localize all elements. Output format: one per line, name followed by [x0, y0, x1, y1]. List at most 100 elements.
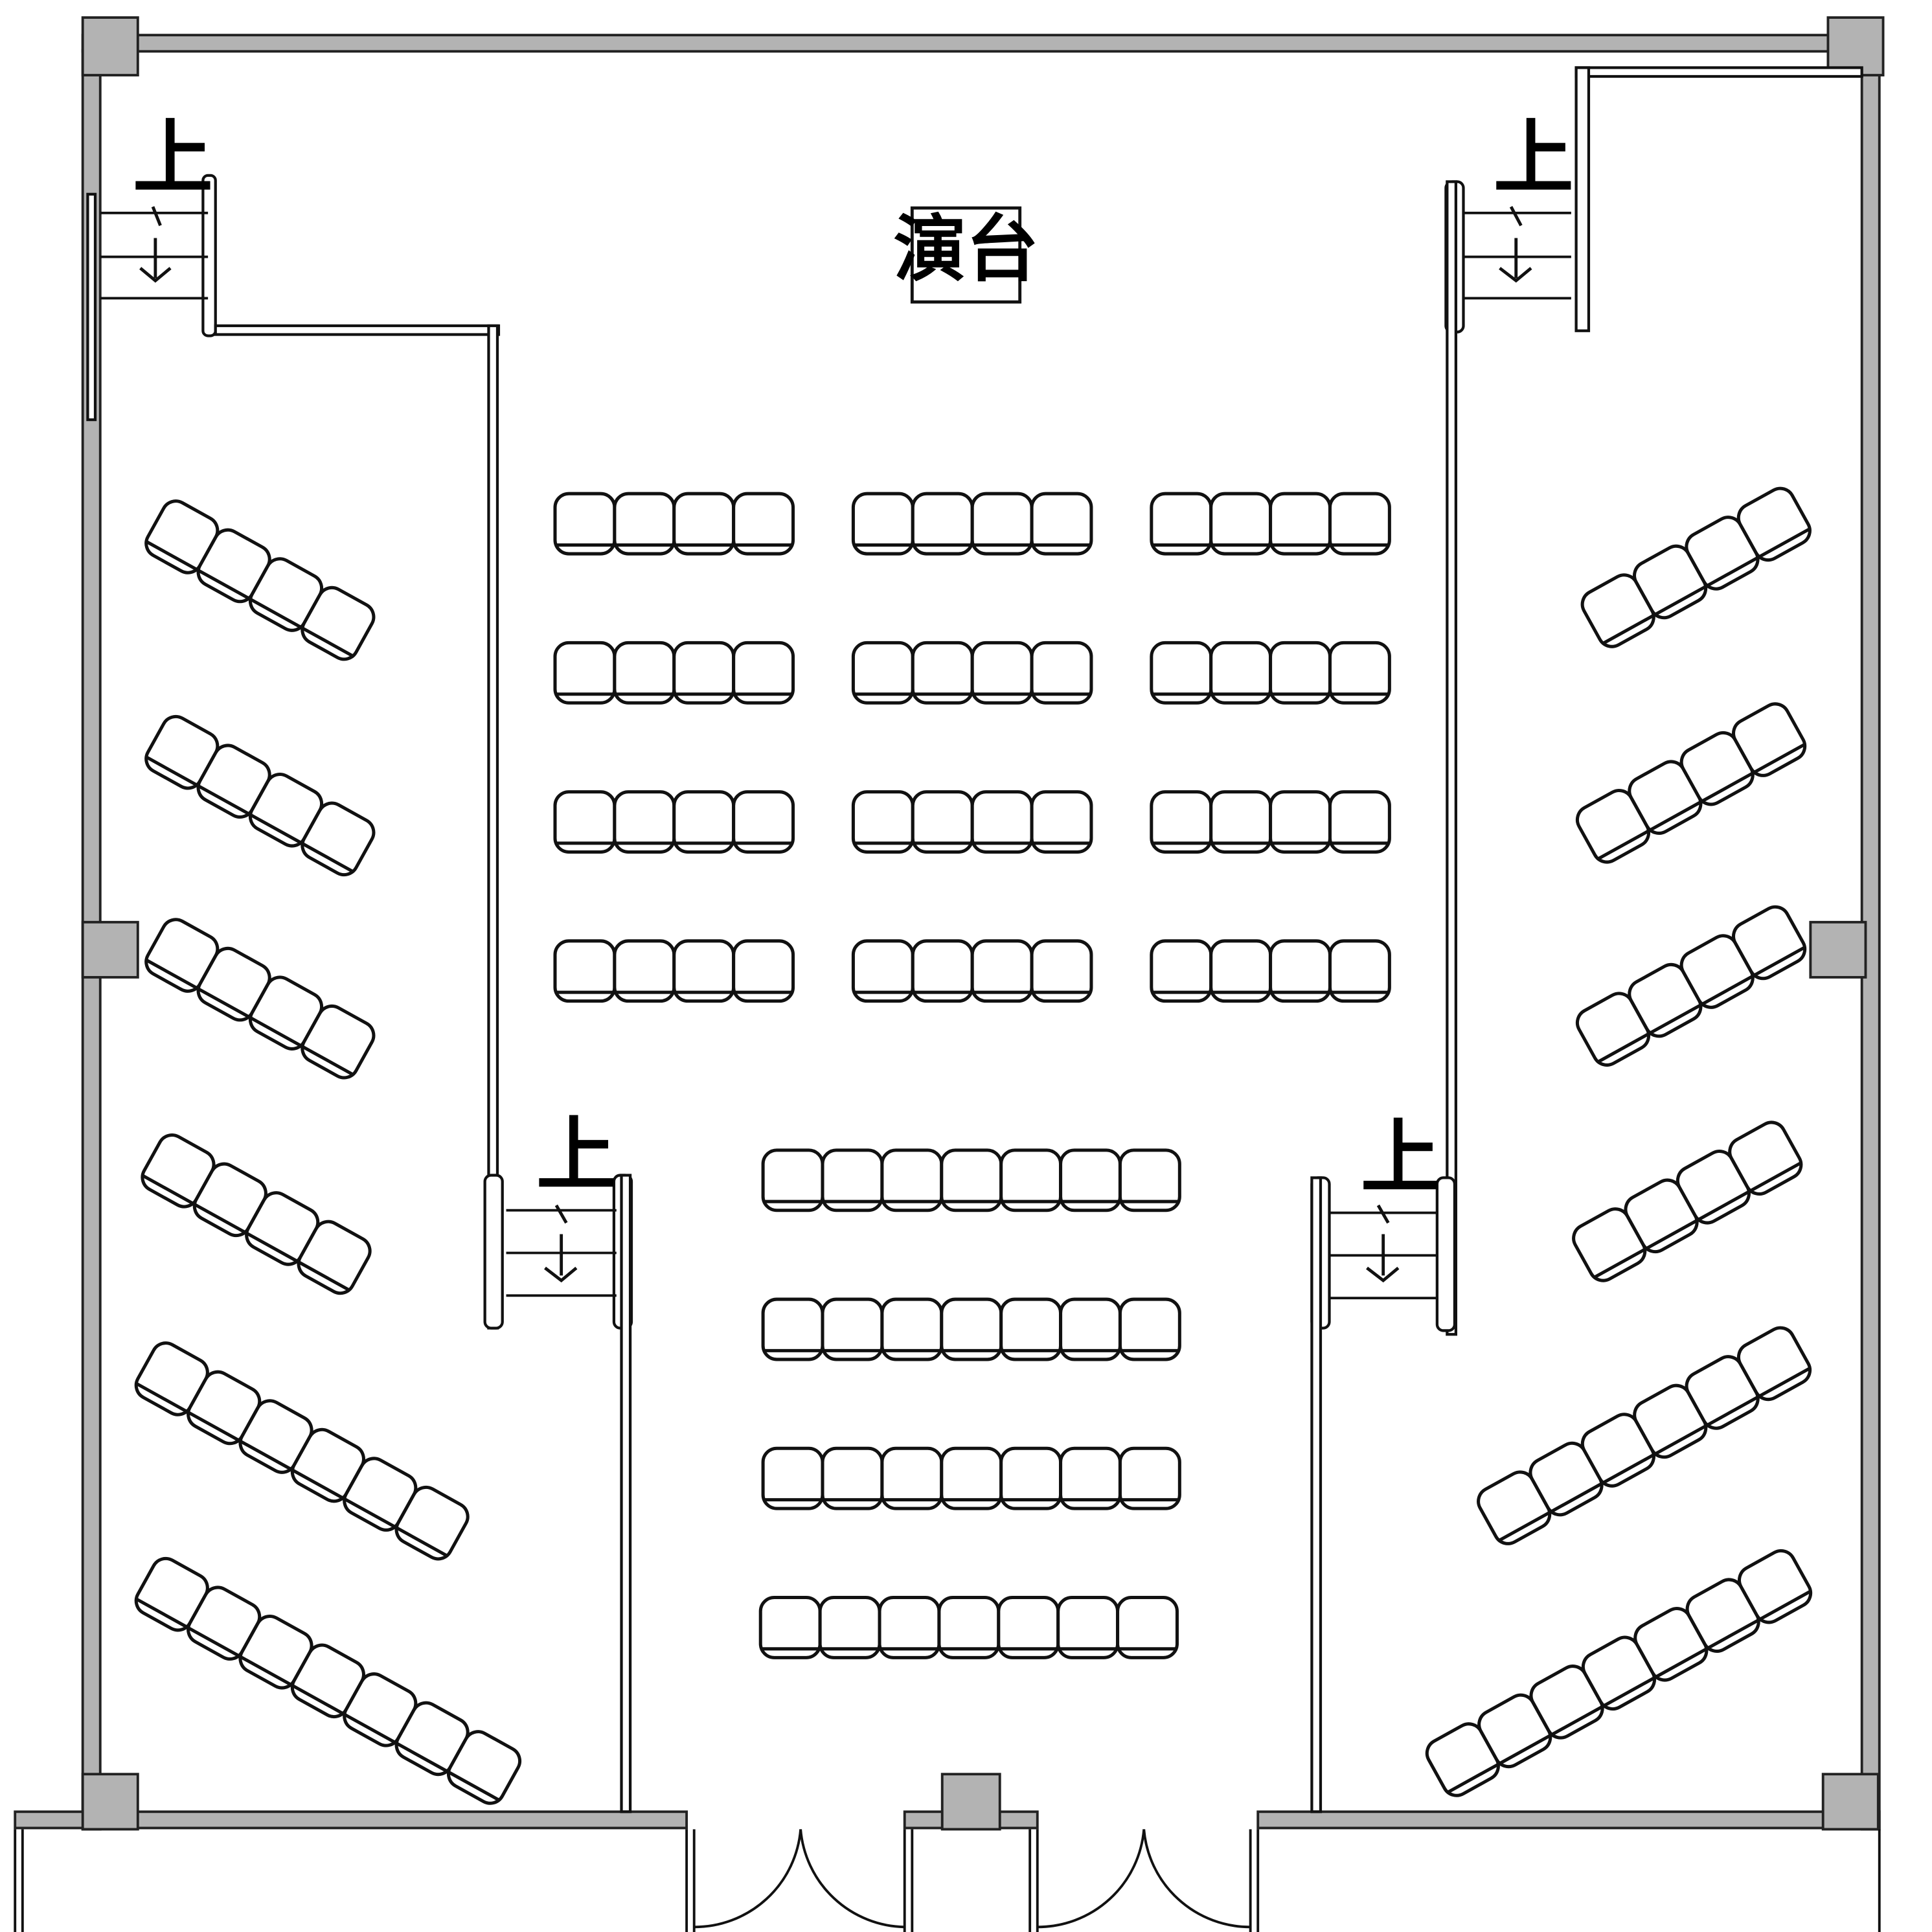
center-seat-row	[851, 492, 1093, 556]
seat	[1209, 641, 1273, 705]
center-seat-row	[553, 641, 795, 705]
right-seat-row	[1572, 1120, 1803, 1282]
center-seat-row	[1150, 790, 1391, 854]
stairs-mid-left: 上	[506, 1109, 617, 1297]
seat	[940, 1148, 1003, 1212]
front-seat-row	[761, 1148, 1181, 1212]
seat	[196, 528, 271, 604]
seat	[1030, 641, 1093, 705]
left-seat-row	[144, 918, 376, 1080]
seat	[940, 1297, 1003, 1361]
column-bottom-left	[81, 1773, 139, 1831]
left-seat-row	[134, 1341, 470, 1561]
seat	[851, 641, 915, 705]
door-right-arc	[1037, 1829, 1146, 1929]
seat	[144, 714, 220, 790]
right-seat-row	[1580, 486, 1812, 648]
seat	[613, 492, 676, 556]
seat	[394, 1701, 470, 1777]
seat	[1150, 492, 1213, 556]
seat	[970, 790, 1034, 854]
stairs-up-label: 上	[1494, 111, 1574, 205]
column-mid-left	[81, 920, 139, 979]
stairs-up-label: 上	[1361, 1111, 1441, 1205]
seat	[758, 1595, 822, 1659]
front-seat-row	[758, 1595, 1179, 1659]
seat	[1732, 702, 1807, 777]
seat	[880, 1148, 944, 1212]
seat	[911, 939, 974, 1003]
seat	[970, 641, 1034, 705]
seat	[1328, 641, 1391, 705]
entrance	[14, 1829, 1881, 1932]
left-seat-row	[134, 1556, 522, 1805]
seat	[1737, 1549, 1813, 1624]
column-top-right	[1826, 16, 1885, 77]
seat	[1575, 992, 1651, 1067]
seat	[187, 1370, 262, 1446]
seat	[1116, 1595, 1179, 1659]
podium-box	[910, 206, 1022, 304]
stairs-up-label: 上	[536, 1109, 617, 1202]
door-left-arc	[694, 1829, 802, 1929]
seat	[1328, 790, 1391, 854]
seat	[672, 492, 736, 556]
seat	[1624, 1178, 1699, 1254]
seat	[818, 1595, 881, 1659]
seat	[1209, 790, 1273, 854]
seat	[999, 1297, 1063, 1361]
seat	[1030, 939, 1093, 1003]
center-seat-row	[1150, 641, 1391, 705]
stairs-mid-right: 上	[1329, 1111, 1441, 1300]
seat	[999, 1446, 1063, 1510]
seat	[1269, 641, 1332, 705]
seat	[290, 1427, 365, 1503]
center-seat-row	[851, 641, 1093, 705]
seat	[878, 1595, 941, 1659]
right-seat-row	[1575, 905, 1807, 1067]
seat	[732, 641, 795, 705]
seat	[1628, 760, 1703, 835]
seat	[613, 790, 676, 854]
seat	[1581, 1635, 1657, 1711]
seat	[1328, 492, 1391, 556]
seat	[1580, 573, 1655, 648]
seat	[1529, 1441, 1604, 1517]
seat	[1736, 486, 1812, 562]
outer-walls	[14, 34, 1883, 1831]
seat	[851, 790, 915, 854]
seat	[301, 585, 376, 661]
seat	[672, 641, 736, 705]
seat	[821, 1148, 884, 1212]
seat	[821, 1446, 884, 1510]
seat	[1328, 939, 1391, 1003]
seat	[911, 790, 974, 854]
column-bottom-right	[1821, 1773, 1880, 1831]
seat	[1732, 905, 1807, 981]
center-seat-row	[553, 939, 795, 1003]
seat	[1628, 962, 1703, 1038]
seat	[672, 939, 736, 1003]
left-seat-row	[144, 714, 376, 877]
seat	[1059, 1446, 1122, 1510]
stairs-top-left: 上	[100, 111, 213, 300]
seat	[301, 1004, 376, 1080]
seat	[940, 1446, 1003, 1510]
seat	[1477, 1470, 1552, 1545]
seat	[851, 492, 915, 556]
seat	[911, 641, 974, 705]
left-seat-row	[144, 499, 376, 661]
front-seat-row	[761, 1446, 1181, 1510]
seat	[1030, 790, 1093, 854]
seat	[761, 1148, 824, 1212]
seat	[851, 939, 915, 1003]
seat	[1150, 939, 1213, 1003]
center-seat-row	[851, 939, 1093, 1003]
seat	[761, 1297, 824, 1361]
center-seat-row	[1150, 492, 1391, 556]
seat	[1269, 939, 1332, 1003]
seat	[732, 939, 795, 1003]
seat	[672, 790, 736, 854]
right-seat-row	[1425, 1549, 1813, 1797]
seat	[1118, 1297, 1181, 1361]
